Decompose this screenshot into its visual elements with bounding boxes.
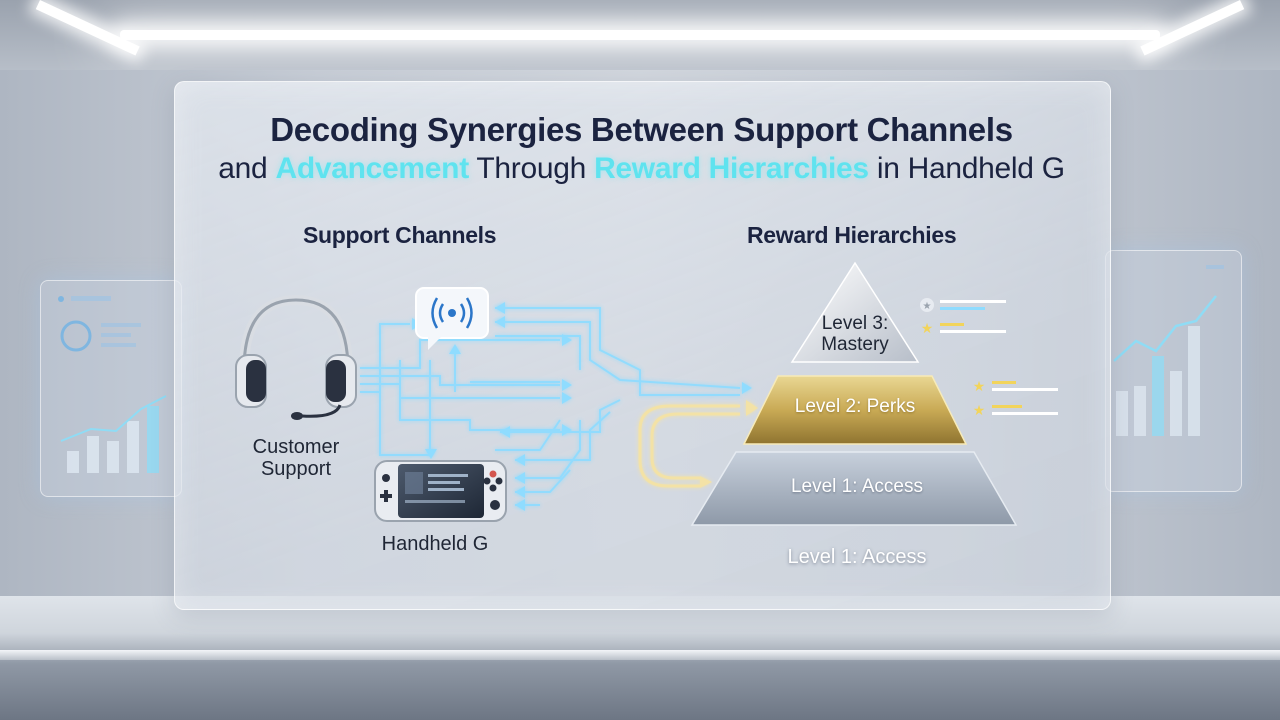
title-line-2-post: in Handheld G bbox=[868, 152, 1065, 185]
title-line-2-pre: and bbox=[218, 152, 276, 185]
side-screen-right bbox=[1105, 250, 1242, 492]
title-line-1: Decoding Synergies Between Support Chann… bbox=[270, 111, 1013, 148]
reward-pyramid bbox=[690, 261, 1018, 526]
chat-signal-icon bbox=[415, 287, 489, 350]
ceiling-light bbox=[120, 30, 1160, 40]
blue-arrowheads bbox=[412, 302, 752, 511]
desk-edge bbox=[0, 650, 1280, 660]
headset-icon bbox=[235, 294, 357, 420]
reward-hierarchies-heading: Reward Hierarchies bbox=[747, 222, 957, 248]
handheld-g-label: Handheld G bbox=[381, 533, 489, 555]
gold-connector-lines bbox=[638, 404, 740, 488]
tier-2-label: Level 2: Perks bbox=[794, 396, 916, 417]
side-screen-left bbox=[40, 280, 182, 497]
pyramid-base-caption: Level 1: Access bbox=[787, 546, 927, 568]
star-icon: ★ bbox=[973, 402, 986, 418]
support-connector-lines bbox=[360, 307, 741, 506]
tier-1-label: Level 1: Access bbox=[790, 476, 924, 497]
handheld-console-icon bbox=[374, 460, 507, 522]
title-highlight-reward-hierarchies: Reward Hierarchies bbox=[594, 152, 869, 185]
star-icon: ★ bbox=[921, 320, 934, 336]
side-right-chart-icon bbox=[1113, 265, 1224, 436]
tier-3-star-rows: ★ ★ bbox=[920, 298, 1006, 336]
tier-3-label: Level 3: Mastery bbox=[821, 313, 889, 355]
side-left-chart-icon bbox=[58, 296, 167, 473]
title-line-2: and Advancement Through Reward Hierarchi… bbox=[174, 152, 1109, 186]
title-highlight-advancement: Advancement bbox=[275, 152, 469, 185]
customer-support-label: Customer Support bbox=[252, 436, 340, 480]
star-icon: ★ bbox=[923, 301, 932, 312]
star-icon: ★ bbox=[973, 378, 986, 394]
title-line-2-mid: Through bbox=[468, 152, 595, 185]
gold-arrowheads bbox=[700, 400, 758, 488]
support-channels-heading: Support Channels bbox=[303, 222, 497, 248]
tier-2-star-rows: ★ ★ bbox=[973, 378, 1058, 418]
